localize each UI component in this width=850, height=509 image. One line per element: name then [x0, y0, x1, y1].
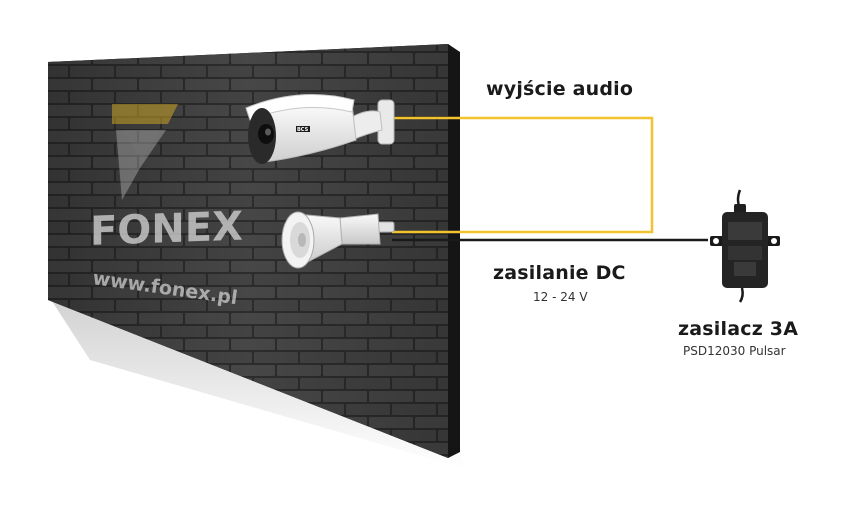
- brick-wall: [48, 44, 460, 458]
- power-supply-model-label: PSD12030 Pulsar: [683, 344, 786, 358]
- audio-wire: [392, 116, 654, 234]
- wall-logo-text: FONEX: [90, 204, 243, 255]
- power-supply-label: zasilacz 3A: [678, 318, 799, 340]
- power-supply-icon: [710, 189, 780, 303]
- camera-brand-text: BCS: [297, 127, 309, 133]
- camera-icon: [245, 94, 395, 164]
- fonex-logo: [112, 104, 178, 200]
- audio-output-label: wyjście audio: [486, 78, 634, 100]
- horn-speaker-icon: [281, 211, 395, 269]
- dc-power-label: zasilanie DC: [493, 262, 626, 284]
- dc-voltage-label: 12 - 24 V: [533, 290, 588, 304]
